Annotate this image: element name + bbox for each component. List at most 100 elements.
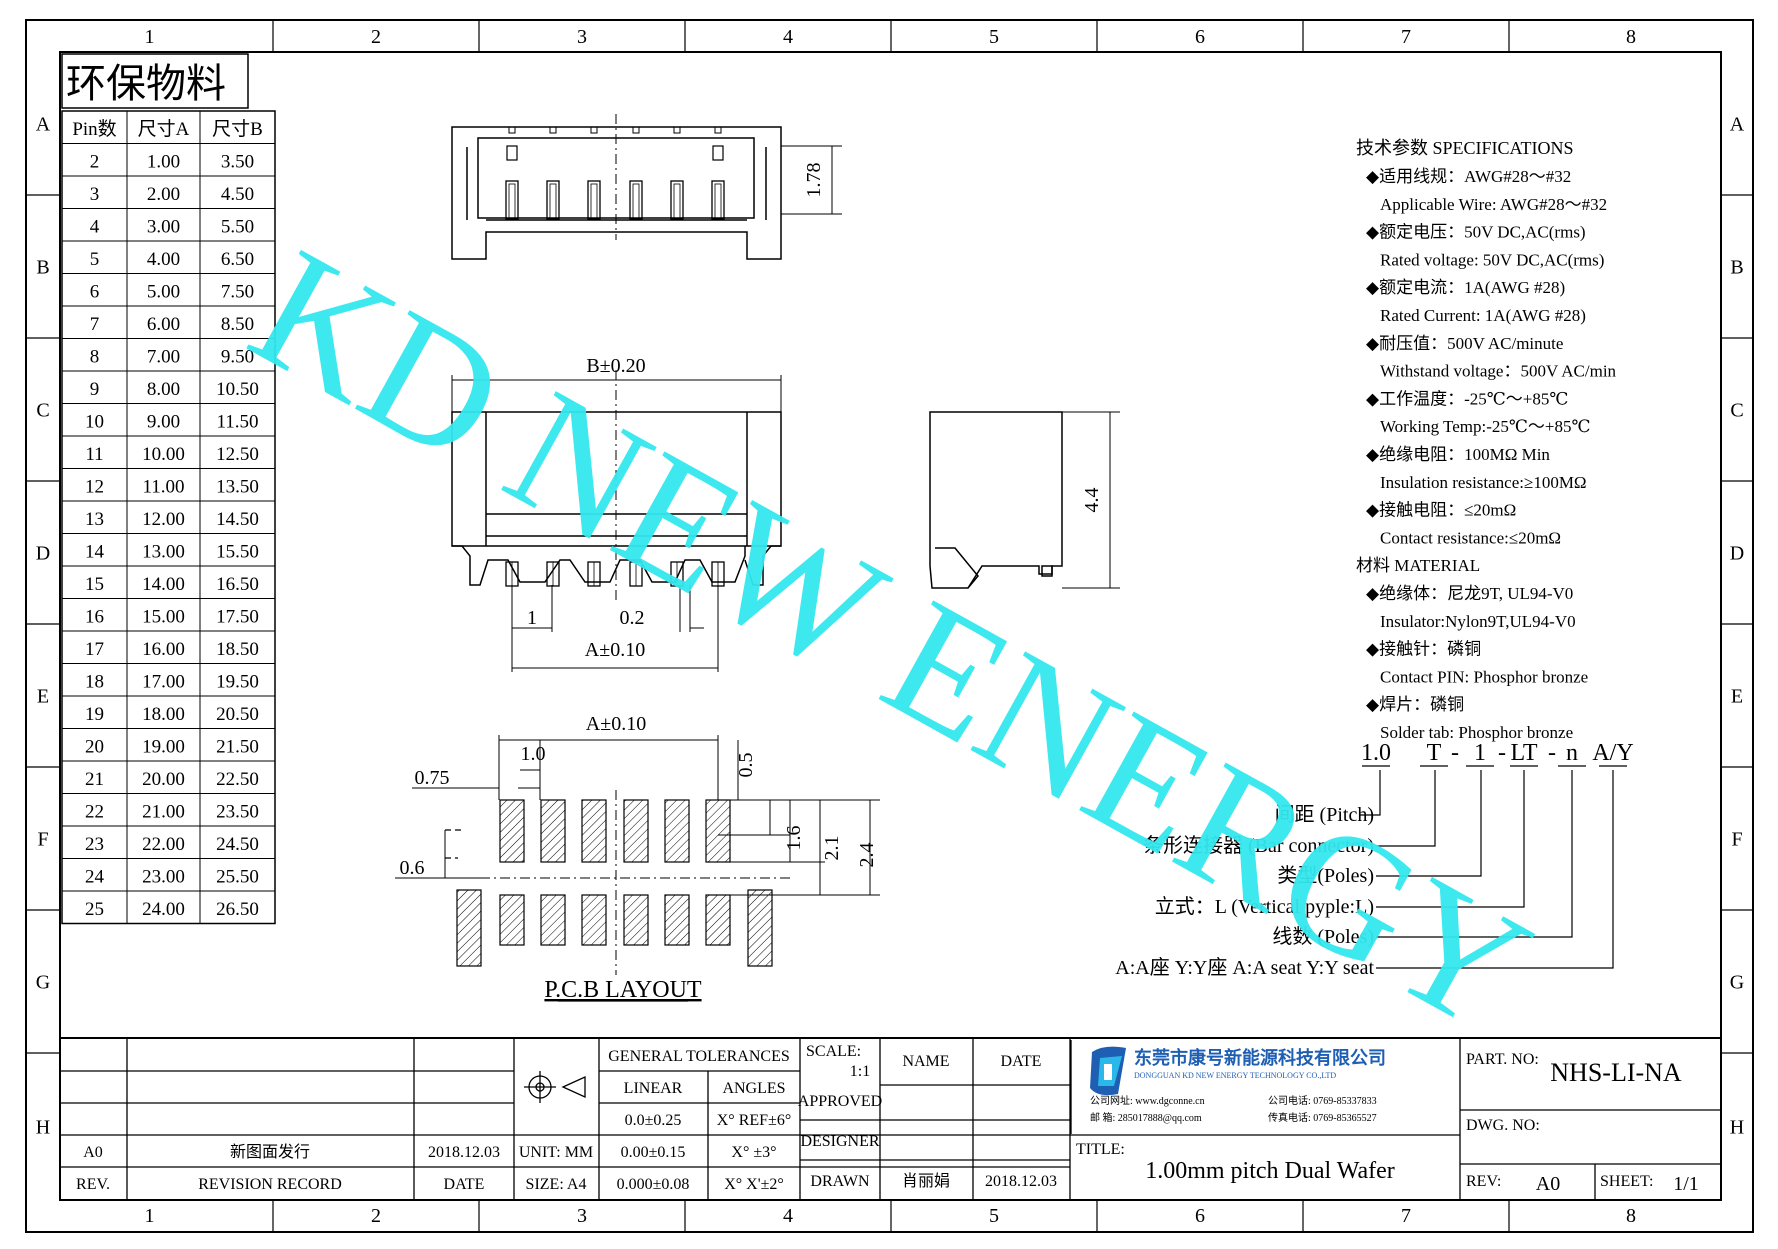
pin-table-cell: 7.00	[147, 347, 180, 368]
rev-label: REV.	[76, 1176, 110, 1193]
part-code-legend-item: A:A座 Y:Y座 A:A seat Y:Y seat	[1115, 956, 1374, 979]
part-code-legend-item: 类型(Poles)	[1277, 864, 1374, 887]
part-code-legend-item: 条形连接器 (Bar connector)	[1143, 834, 1374, 857]
tol-angle-3: X° X'±2°	[724, 1176, 784, 1193]
pin-table-cell: 20.00	[142, 769, 185, 790]
tol-linear-3: 0.000±0.08	[617, 1176, 690, 1193]
spec-line: Contact PIN: Phosphor bronze	[1380, 667, 1588, 686]
drawn-date: 2018.12.03	[985, 1173, 1057, 1190]
pin-table-cell: 5.00	[147, 282, 180, 303]
part-code-segment: n	[1566, 740, 1578, 766]
specs-title: 技术参数 SPECIFICATIONS	[1356, 138, 1574, 158]
tol-linear-1: 0.0±0.25	[625, 1112, 682, 1129]
pin-table-cell: 15.00	[142, 607, 185, 628]
dim-pin-width: 0.2	[620, 607, 645, 629]
dim-pcb-16: 1.6	[783, 826, 805, 851]
spec-line: Withstand voltage：500V AC/min	[1380, 362, 1617, 381]
pin-table-header: 尺寸B	[212, 118, 263, 140]
row-label-F: F	[37, 829, 48, 851]
dim-pitch: 1	[527, 607, 537, 629]
pin-table-cell: 8.50	[221, 314, 254, 335]
row-label-H: H	[1730, 1117, 1744, 1139]
pin-table-cell: 10	[85, 412, 104, 433]
pin-table-cell: 13	[85, 509, 104, 530]
part-code-legend-item: 间距 (Pitch)	[1275, 803, 1374, 826]
part-no-value: NHS-LI-NA	[1550, 1058, 1682, 1087]
pin-table-cell: 9.50	[221, 347, 254, 368]
approved-label: APPROVED	[798, 1093, 882, 1110]
col-label-4: 4	[783, 1205, 793, 1227]
pin-table-cell: 6.00	[147, 314, 180, 335]
row-label-C: C	[1730, 400, 1743, 422]
specifications-block: 技术参数 SPECIFICATIONS◆适用线规：AWG#28～#32Appli…	[1356, 138, 1617, 742]
pin-table-cell: 9	[90, 379, 100, 400]
col-label-1: 1	[145, 1205, 155, 1227]
part-code-segment: -	[1451, 740, 1459, 766]
col-label-2: 2	[371, 26, 381, 48]
pin-table-cell: 21.00	[142, 802, 185, 823]
row-label-G: G	[36, 972, 50, 994]
top-view	[451, 114, 842, 260]
spec-line: Contact resistance:≤20mΩ	[1380, 528, 1561, 547]
pin-table-cell: 25	[85, 899, 104, 920]
designer-label: DESIGNER	[800, 1133, 879, 1150]
rev-record-value: 新图面发行	[230, 1143, 310, 1161]
dim-pcb-21: 2.1	[821, 836, 843, 861]
dim-pcb-075: 0.75	[415, 767, 450, 789]
row-label-F: F	[1731, 829, 1742, 851]
pin-table-cell: 10.50	[216, 379, 259, 400]
spec-line: ◆额定电压：50V DC,AC(rms)	[1366, 223, 1586, 242]
pin-table-cell: 24.50	[216, 834, 259, 855]
front-view	[451, 370, 782, 672]
pin-table-cell: 19	[85, 704, 104, 725]
spec-line: ◆额定电流：1A(AWG #28)	[1366, 278, 1565, 297]
watermark: KD NEW ENERGY	[224, 213, 1558, 1068]
pin-table-cell: 23	[85, 834, 104, 855]
title-block	[59, 1037, 1722, 1201]
company-name-en: DONGGUAN KD NEW ENERGY TECHNOLOGY CO.,LT…	[1134, 1071, 1336, 1080]
date-label: DATE	[444, 1176, 485, 1193]
dwg-no-label: DWG. NO:	[1466, 1117, 1540, 1134]
col-label-6: 6	[1195, 1205, 1205, 1227]
pin-table-cell: 17.50	[216, 607, 259, 628]
pin-table-cell: 20	[85, 737, 104, 758]
spec-line: Rated voltage: 50V DC,AC(rms)	[1380, 250, 1604, 269]
pin-table-cell: 24	[85, 867, 105, 888]
pin-table-cell: 3	[90, 184, 100, 205]
tol-linear-2: 0.00±0.15	[621, 1144, 686, 1161]
spec-line: ◆耐压值：500V AC/minute	[1366, 334, 1563, 353]
pin-table-cell: 22.00	[142, 834, 185, 855]
part-code-segment: -	[1498, 740, 1506, 766]
part-code-segment: 1	[1474, 740, 1486, 766]
part-code-leaders	[1360, 770, 1614, 969]
col-label-2: 2	[371, 1205, 381, 1227]
col-label-6: 6	[1195, 26, 1205, 48]
pin-table-cell: 6	[90, 282, 100, 303]
spec-line: ◆焊片：磷铜	[1366, 695, 1464, 714]
pin-table-cell: 18	[85, 672, 104, 693]
scale-label: SCALE:	[806, 1043, 861, 1060]
pin-table-cell: 9.00	[147, 412, 180, 433]
pin-table-cell: 3.00	[147, 217, 180, 238]
col-label-7: 7	[1401, 26, 1411, 48]
sheet-value: 1/1	[1673, 1173, 1699, 1195]
pin-table-cell: 11.00	[142, 477, 184, 498]
pin-table-cell: 10.00	[142, 444, 185, 465]
part-code-segment: A/Y	[1592, 740, 1633, 766]
row-label-G: G	[1730, 972, 1744, 994]
row-label-H: H	[36, 1117, 50, 1139]
col-label-3: 3	[577, 26, 587, 48]
drawn-name: 肖丽娟	[902, 1172, 950, 1190]
company-mail: 邮 箱: 285017888@qq.com	[1090, 1111, 1202, 1124]
material-stamp: 环保物料	[61, 53, 249, 109]
row-label-A: A	[1730, 114, 1745, 136]
company-web: 公司网址: www.dgconne.cn	[1090, 1094, 1205, 1107]
pin-table-cell: 12	[85, 477, 104, 498]
pin-table-cell: 4.50	[221, 184, 254, 205]
pin-table-cell: 4	[90, 217, 100, 238]
pin-table-cell: 24.00	[142, 899, 185, 920]
title-label: TITLE:	[1076, 1141, 1125, 1158]
row-label-A: A	[36, 114, 51, 136]
